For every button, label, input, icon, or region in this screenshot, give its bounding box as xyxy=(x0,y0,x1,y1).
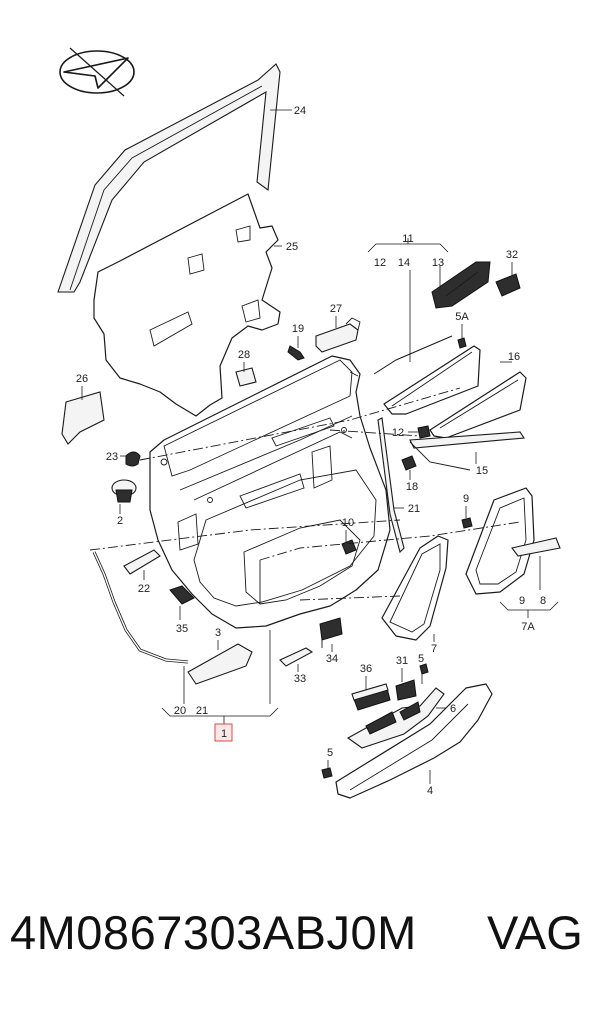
part-32-handle-clip xyxy=(495,262,521,297)
part-5-screw-upper xyxy=(419,663,429,684)
callout-33: 33 xyxy=(294,673,306,685)
part-22-bracket xyxy=(123,549,161,580)
part-15-strip xyxy=(409,431,525,471)
callout-1-highlight xyxy=(214,723,233,742)
callout-34: 34 xyxy=(326,653,338,665)
footer: 4M0867303ABJ0M VAG xyxy=(0,905,600,985)
part-31-switch xyxy=(395,668,417,701)
part-5A-screw xyxy=(457,324,467,349)
callout-5-upper: 5 xyxy=(418,653,424,665)
group-bracket-7A xyxy=(499,601,559,618)
callout-15: 15 xyxy=(476,465,488,477)
part-3-insert xyxy=(187,640,253,685)
callout-23: 23 xyxy=(106,451,118,463)
callout-11: 11 xyxy=(402,233,413,245)
callout-25: 25 xyxy=(286,241,298,253)
part-16-inner-handle-trim xyxy=(383,345,527,439)
callout-12-top: 12 xyxy=(374,257,386,269)
callout-9-upper: 9 xyxy=(463,493,469,505)
callout-5A: 5A xyxy=(455,311,469,323)
part-number: 4M0867303ABJ0M xyxy=(10,906,417,959)
callout-2: 2 xyxy=(117,515,123,527)
callout-12: 12 xyxy=(392,427,404,439)
part-33-cover xyxy=(279,647,314,672)
callout-4: 4 xyxy=(427,785,433,797)
callout-19: 19 xyxy=(292,323,304,335)
part-12-clip xyxy=(408,425,431,439)
orientation-symbol-icon xyxy=(59,47,135,97)
callout-21-bottom: 21 xyxy=(196,705,208,717)
callout-8: 8 xyxy=(540,595,546,607)
callout-13: 13 xyxy=(432,257,444,269)
callout-22: 22 xyxy=(138,583,150,595)
callout-7A: 7A xyxy=(521,621,535,633)
callout-20: 20 xyxy=(174,705,186,717)
part-28-clip xyxy=(235,362,257,387)
part-34-switch xyxy=(319,617,343,652)
part-24-window-frame-seal xyxy=(57,63,292,293)
callout-26: 26 xyxy=(76,373,88,385)
callout-10: 10 xyxy=(342,517,354,529)
callout-5-lower: 5 xyxy=(327,747,333,759)
alignment-lines xyxy=(89,387,521,601)
part-25-moisture-barrier xyxy=(93,193,282,417)
part-23-clip xyxy=(120,451,141,467)
callout-1: 1 xyxy=(221,728,227,740)
part-21-seal-strip xyxy=(377,417,405,554)
part-13-handle-bracket xyxy=(431,261,491,309)
part-14-cable xyxy=(373,270,453,375)
callout-16: 16 xyxy=(508,351,520,363)
part-18-clip xyxy=(401,455,417,480)
callout-27: 27 xyxy=(330,303,342,315)
callout-31: 31 xyxy=(396,655,408,667)
brand-name: VAG xyxy=(487,906,583,959)
callout-6: 6 xyxy=(450,703,456,715)
exploded-parts-diagram: 1 2 3 4 5 5 5A 6 7 7A 8 9 9 10 11 12 12 … xyxy=(57,47,561,799)
callout-14: 14 xyxy=(398,257,410,269)
part-6-switch-carrier xyxy=(346,687,446,749)
part-4-armrest xyxy=(335,683,493,799)
part-35-clip xyxy=(169,585,195,620)
part-5-screw-lower xyxy=(321,760,333,779)
callout-7: 7 xyxy=(431,643,437,655)
part-27-clip-block xyxy=(315,316,361,353)
callout-21-right: 21 xyxy=(408,503,420,515)
callout-32: 32 xyxy=(506,249,518,261)
callout-35: 35 xyxy=(176,623,188,635)
part-7A-speaker-grille xyxy=(461,487,561,595)
callout-18: 18 xyxy=(406,481,418,493)
part-7-speaker-cover xyxy=(381,535,449,642)
callout-3: 3 xyxy=(215,627,221,639)
part-36-switch-module xyxy=(351,676,391,711)
part-2-fastener xyxy=(111,479,137,514)
group-bracket-11 xyxy=(367,238,449,253)
part-20-long-seal xyxy=(92,551,189,664)
callout-9-lower: 9 xyxy=(519,595,525,607)
callout-36: 36 xyxy=(360,663,372,675)
part-19-pin xyxy=(287,336,305,361)
callout-24: 24 xyxy=(294,105,306,117)
callout-28: 28 xyxy=(238,349,250,361)
part-26-trim-cover xyxy=(61,386,105,445)
callout-labels: 1 2 3 4 5 5 5A 6 7 7A 8 9 9 10 11 12 12 … xyxy=(76,105,546,797)
